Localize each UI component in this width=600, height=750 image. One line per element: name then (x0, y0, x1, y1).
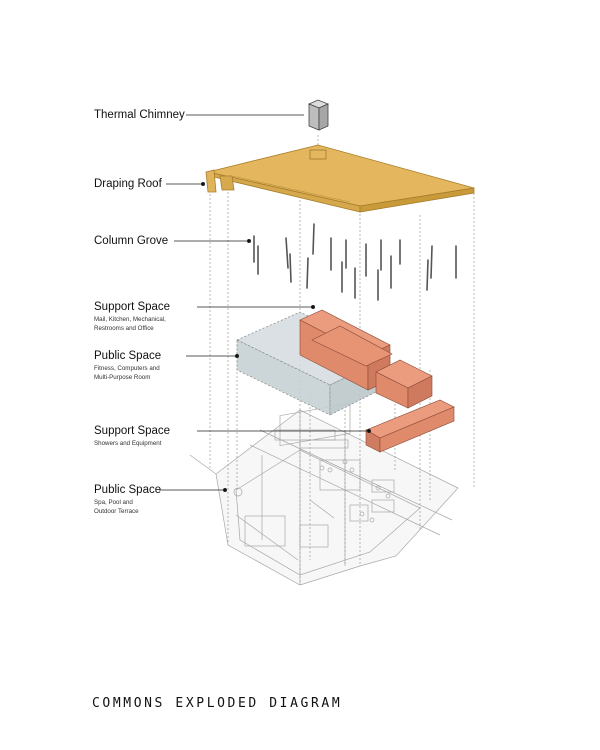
label-subline: Multi-Purpose Room (94, 373, 151, 381)
label-column-grove: Column Grove (94, 235, 168, 248)
draping-roof (205, 144, 475, 213)
label-public-space-lower: Public Space Spa, Pool and Outdoor Terra… (94, 484, 161, 516)
label-title: Public Space (94, 350, 162, 362)
label-support-space-upper: Support Space Mail, Kitchen, Mechanical,… (94, 301, 170, 333)
support-space-blocks (299, 309, 455, 453)
label-subline: Spa, Pool and (94, 499, 133, 506)
thermal-chimney (307, 99, 330, 131)
label-title: Draping Roof (94, 178, 162, 190)
diagram-title: COMMONS EXPLODED DIAGRAM (92, 696, 343, 711)
label-subline: Fitness, Computers and (94, 365, 160, 372)
label-subline: Restrooms and Office (94, 324, 154, 332)
label-title: Thermal Chimney (94, 109, 185, 121)
label-title: Support Space (94, 425, 171, 437)
label-title: Public Space (94, 484, 162, 496)
label-title: Column Grove (94, 235, 169, 247)
label-thermal-chimney: Thermal Chimney (94, 109, 185, 122)
label-subline: Outdoor Terrace (94, 507, 139, 515)
column-grove (253, 223, 457, 301)
label-public-space-upper: Public Space Fitness, Computers and Mult… (94, 350, 161, 382)
label-draping-roof: Draping Roof (94, 178, 162, 191)
label-subline: Mail, Kitchen, Mechanical, (94, 316, 166, 323)
label-subline: Showers and Equipment (94, 440, 162, 447)
leader-lines (159, 114, 371, 492)
label-support-space-lower: Support Space Showers and Equipment (94, 425, 170, 449)
label-title: Support Space (94, 301, 171, 313)
